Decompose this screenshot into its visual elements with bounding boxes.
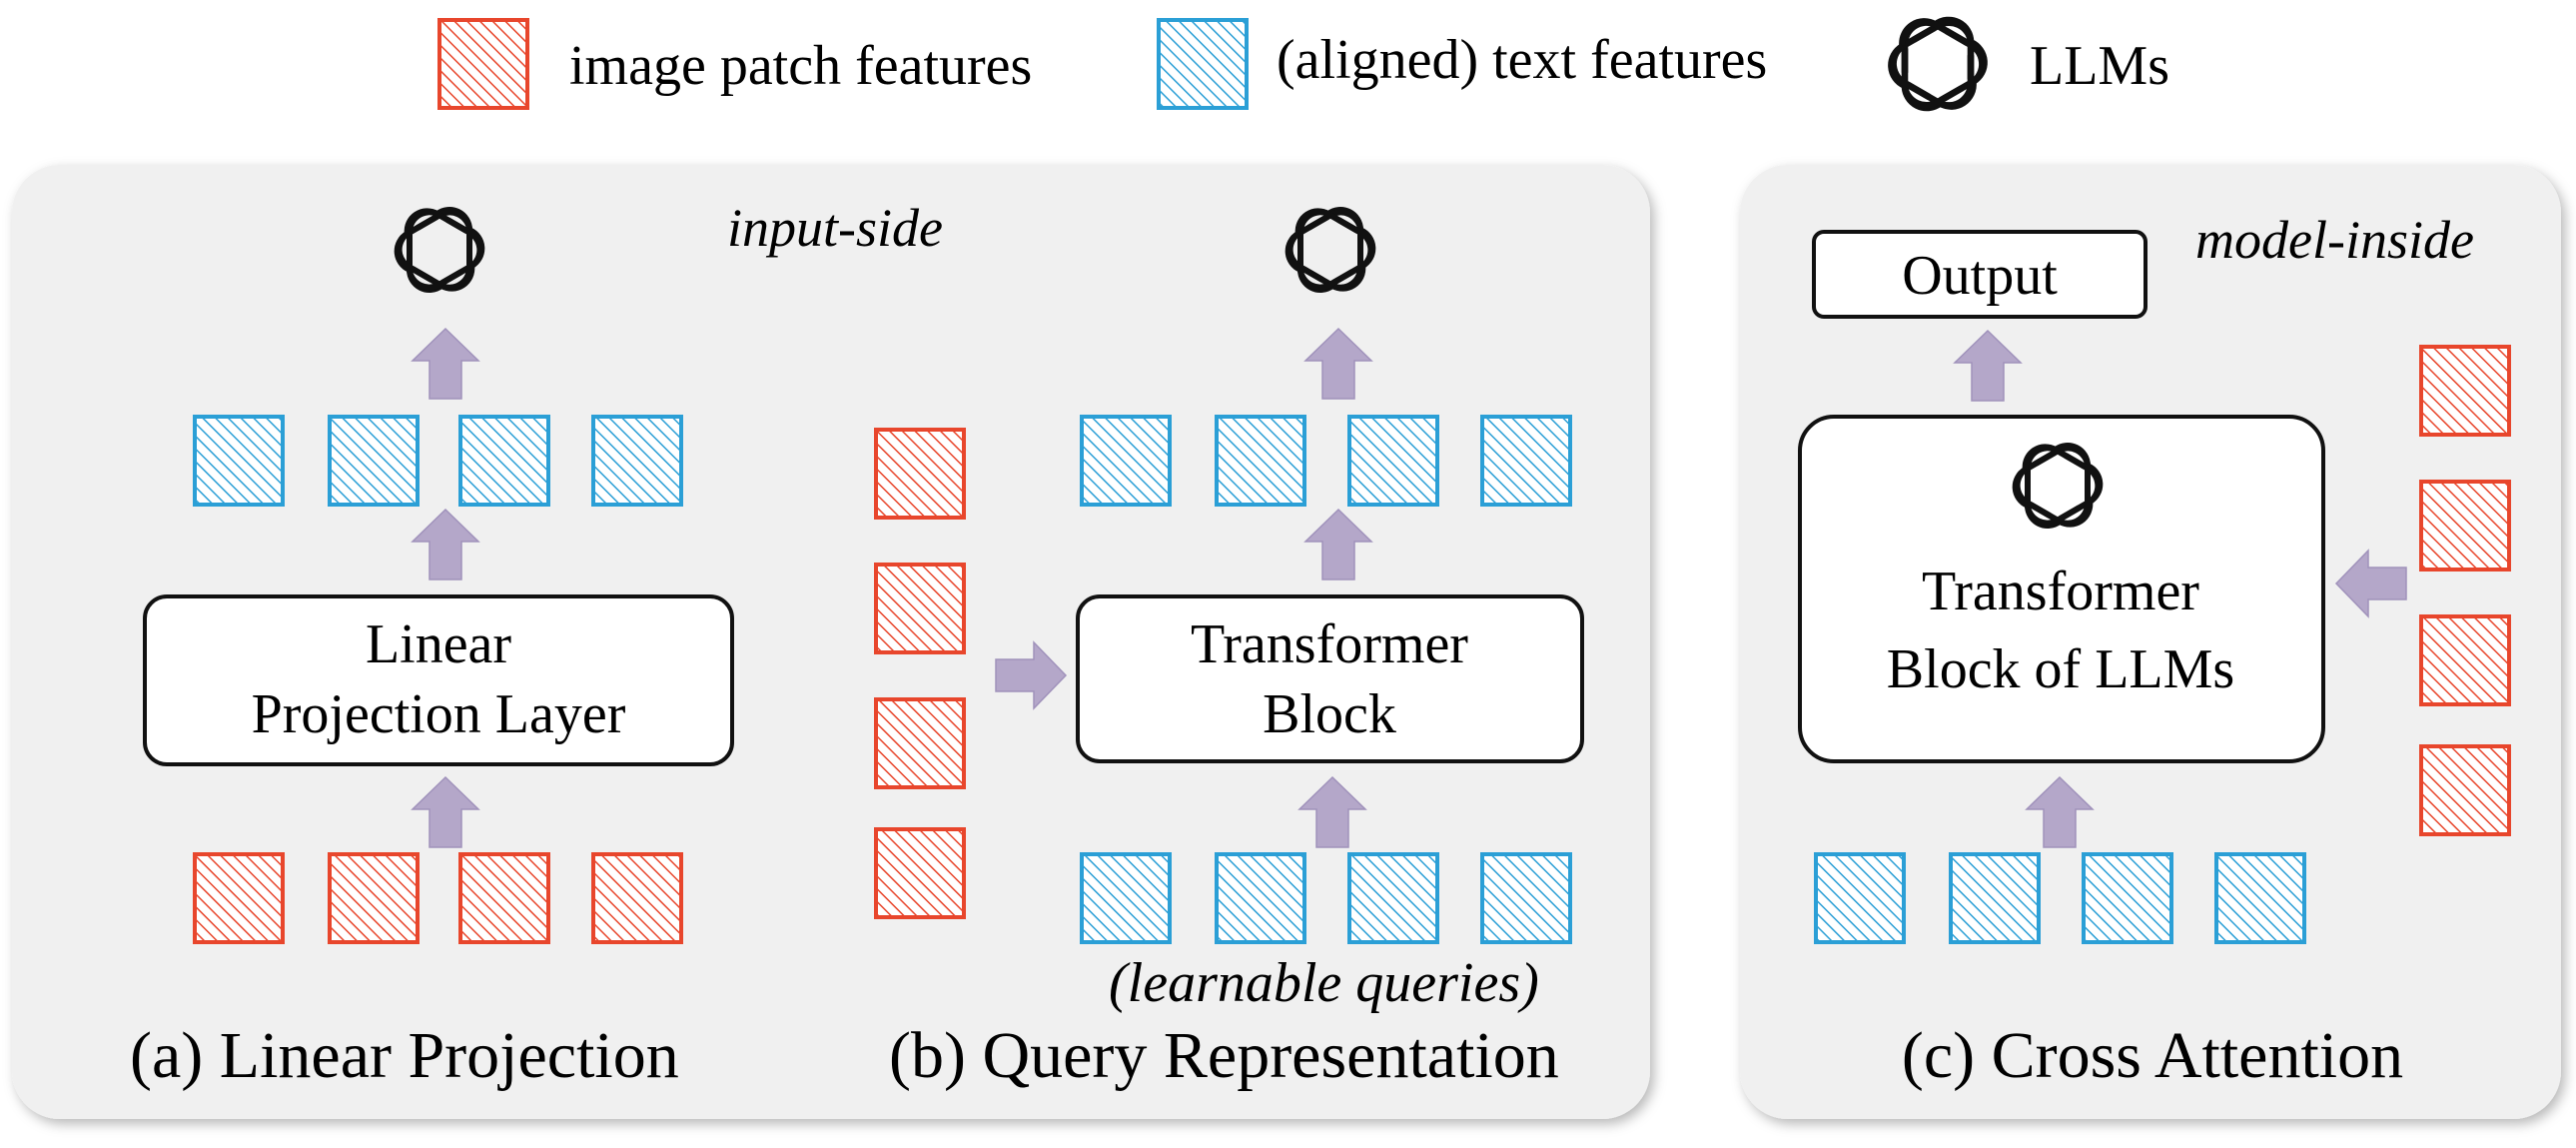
legend-text-label: (aligned) text features (1277, 29, 1767, 91)
learnable-query-4 (1480, 852, 1572, 944)
query-text-feature-3 (1347, 415, 1439, 507)
cross-text-feature-4 (2214, 852, 2306, 944)
legend-llm-label: LLMs (2030, 35, 2169, 97)
query-representation-section: Transformer Block (learnable queries) (b… (874, 204, 1584, 1092)
query-text-feature-2 (1215, 415, 1306, 507)
cross-attention-caption: (c) Cross Attention (1902, 1019, 2403, 1092)
query-image-patch-1 (874, 428, 966, 520)
legend-image-label: image patch features (569, 35, 1032, 97)
linear-image-patch-3 (458, 852, 550, 944)
query-image-patch-2 (874, 563, 966, 654)
linear-image-patch-4 (591, 852, 683, 944)
query-box-line2: Block (1263, 683, 1396, 745)
legend-image-swatch (437, 18, 529, 110)
cross-text-feature-2 (1949, 852, 2041, 944)
cross-image-patch-1 (2419, 345, 2511, 437)
query-representation-caption: (b) Query Representation (889, 1019, 1559, 1092)
linear-image-patch-2 (328, 852, 420, 944)
output-box (1812, 230, 2147, 319)
legend-text-swatch (1157, 18, 1249, 110)
query-box-line1: Transformer (1191, 613, 1468, 675)
llm-transformer-block-box (1798, 415, 2325, 763)
cross-box-line1: Transformer (1922, 561, 2199, 622)
linear-text-feature-3 (458, 415, 550, 507)
legend: image patch features (aligned) text feat… (437, 13, 2169, 114)
legend-llm-icon (1883, 13, 1992, 114)
query-image-patch-3 (874, 697, 966, 789)
linear-text-feature-4 (591, 415, 683, 507)
model-inside-tag: model-inside (2195, 210, 2474, 270)
linear-box-line2: Projection Layer (252, 683, 626, 745)
cross-image-patch-3 (2419, 614, 2511, 706)
linear-projection-layer-box (143, 594, 734, 766)
linear-image-patch-1 (193, 852, 285, 944)
learnable-query-2 (1215, 852, 1306, 944)
linear-text-feature-2 (328, 415, 420, 507)
cross-text-feature-1 (1814, 852, 1906, 944)
cross-box-line2: Block of LLMs (1887, 638, 2234, 700)
learnable-query-3 (1347, 852, 1439, 944)
query-text-feature-4 (1480, 415, 1572, 507)
linear-text-feature-1 (193, 415, 285, 507)
panel-model-inside: model-inside Output Transformer Block of… (1740, 165, 2561, 1119)
cross-image-patch-4 (2419, 744, 2511, 836)
linear-box-line1: Linear (366, 613, 511, 675)
output-label: Output (1902, 245, 2058, 307)
cross-image-patch-2 (2419, 480, 2511, 572)
panel-input-side: input-side Linear Projection Layer (a) L… (12, 165, 1650, 1119)
cross-text-feature-3 (2082, 852, 2173, 944)
transformer-block-box (1076, 594, 1584, 763)
query-image-patch-4 (874, 827, 966, 919)
linear-projection-caption: (a) Linear Projection (130, 1019, 679, 1092)
input-side-tag: input-side (727, 198, 943, 258)
learnable-query-1 (1080, 852, 1172, 944)
linear-projection-section: Linear Projection Layer (a) Linear Proje… (130, 204, 734, 1092)
learnable-queries-note: (learnable queries) (1109, 952, 1539, 1014)
query-text-feature-1 (1080, 415, 1172, 507)
